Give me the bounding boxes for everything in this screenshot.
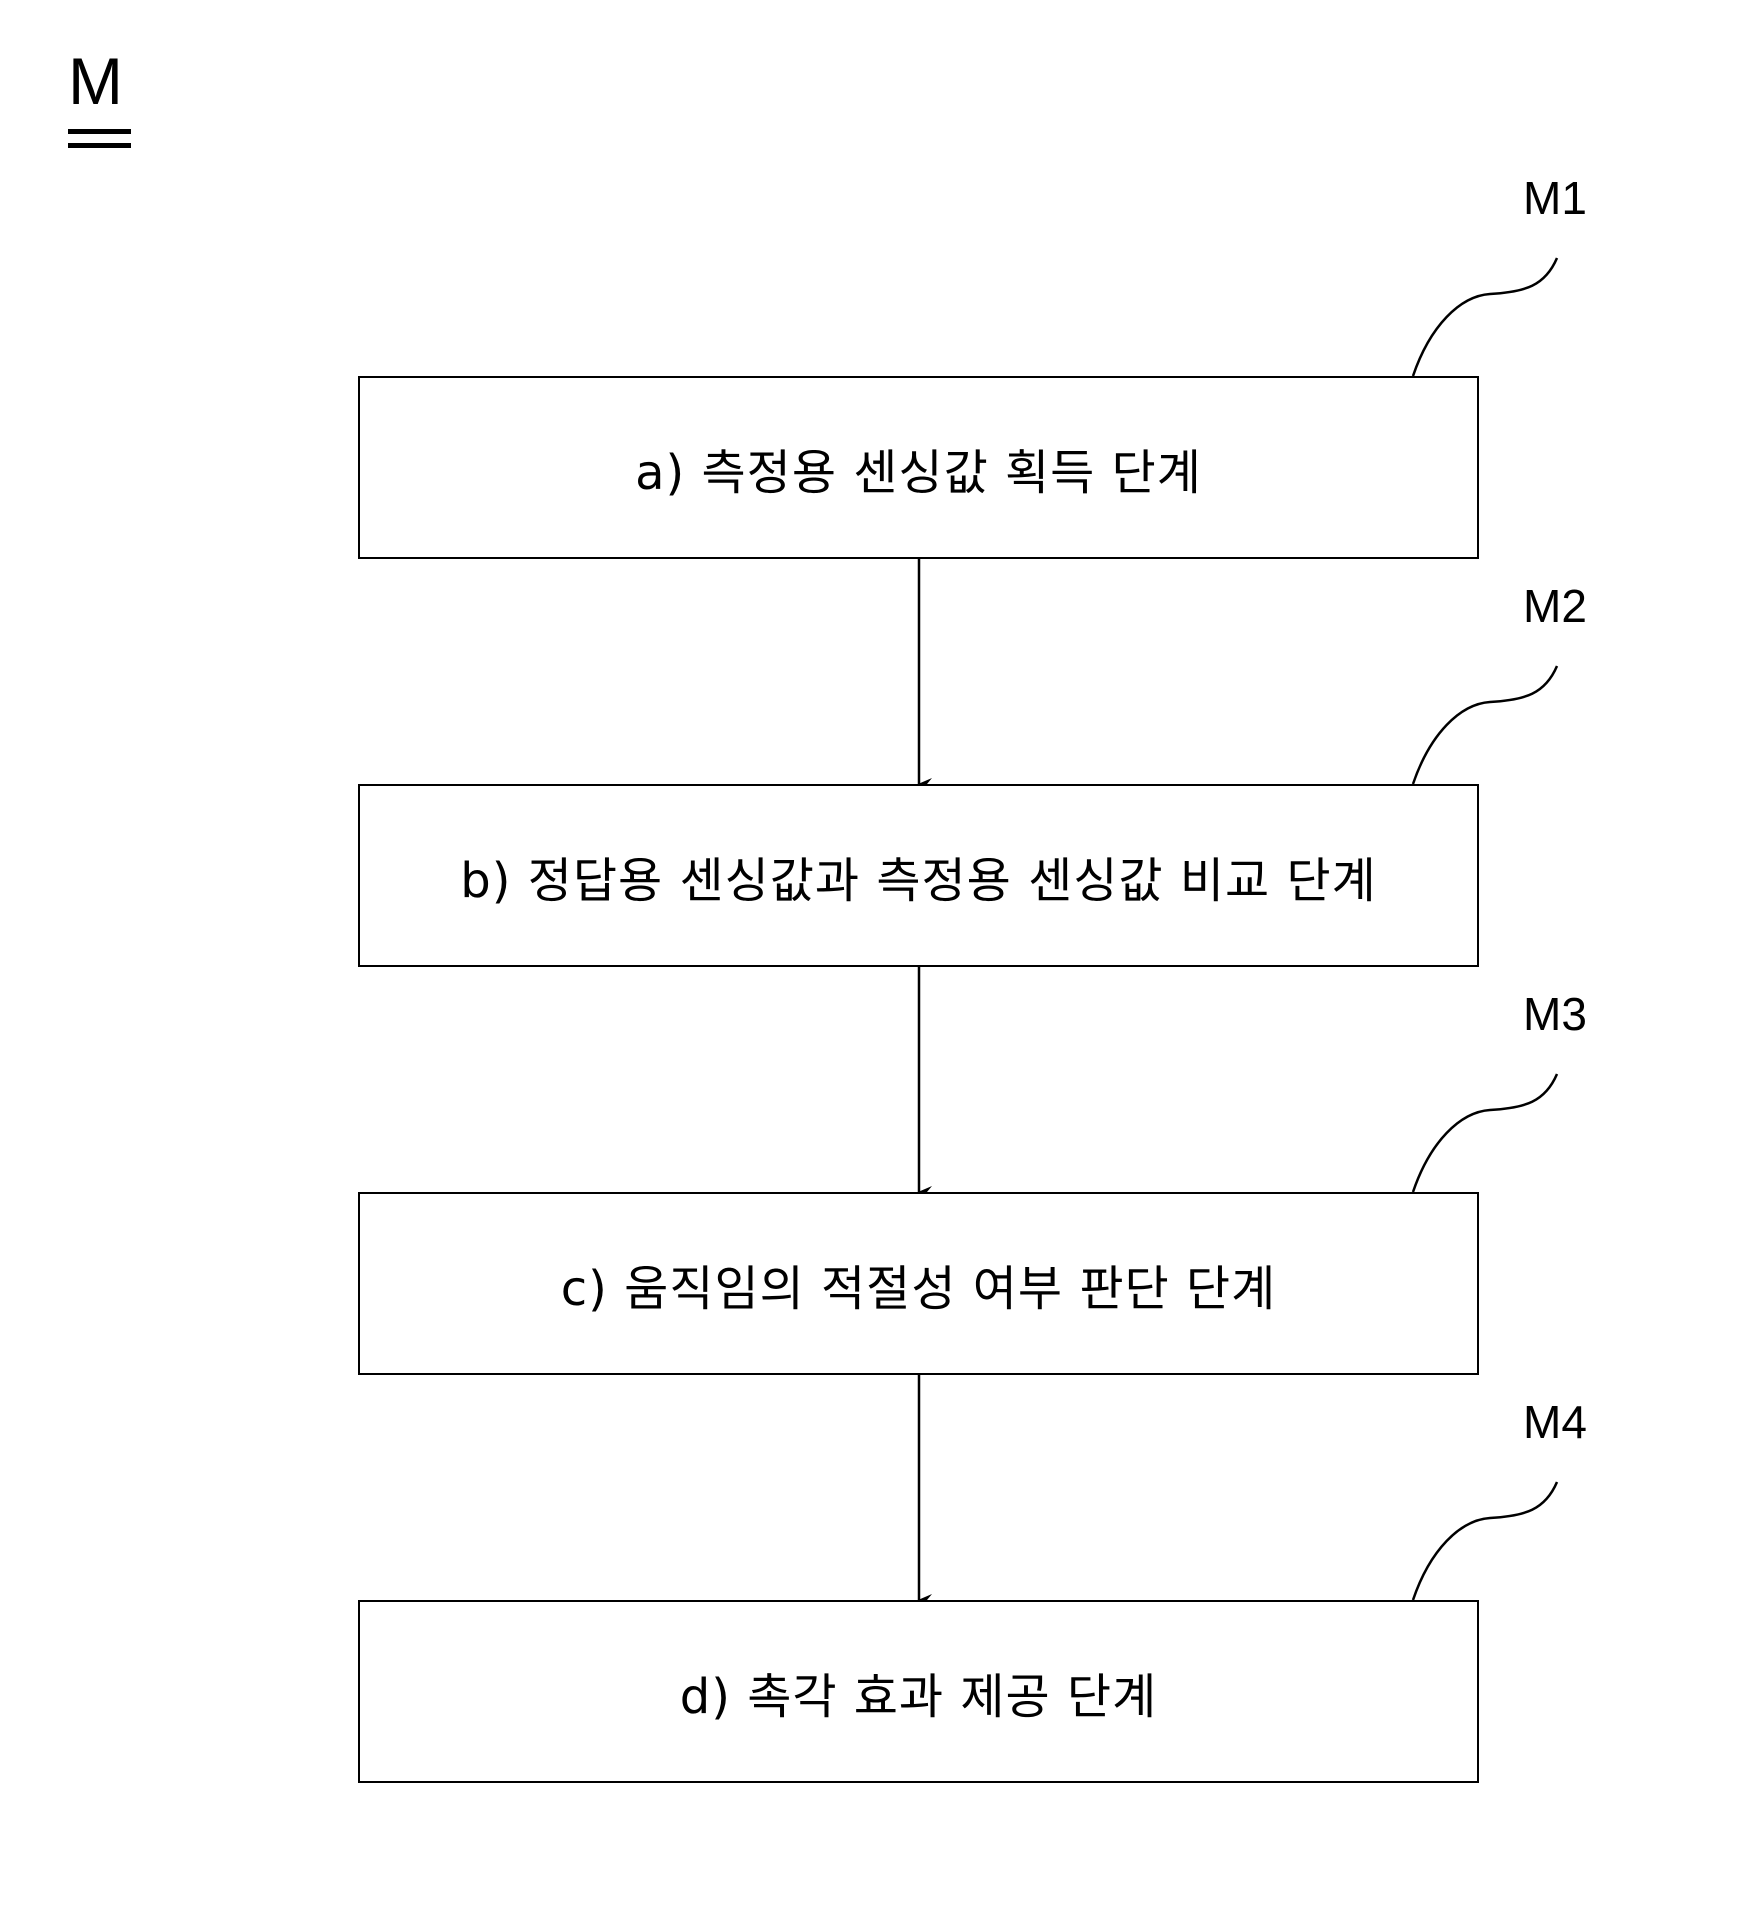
step-box-m2: b) 정답용 센싱값과 측정용 센싱값 비교 단계 xyxy=(358,784,1479,967)
step-text-m4: d) 촉각 효과 제공 단계 xyxy=(679,1668,1158,1725)
ref-label-m4: M4 xyxy=(1523,1396,1587,1448)
figure-label-underline-2 xyxy=(68,143,131,148)
leader-line-m2 xyxy=(1411,665,1559,785)
step-text-m2: b) 정답용 센싱값과 측정용 센싱값 비교 단계 xyxy=(460,852,1377,909)
step-text-m3: c) 움직임의 적절성 여부 판단 단계 xyxy=(560,1260,1277,1317)
figure-label: M xyxy=(68,44,123,118)
step-text-m1: a) 측정용 센싱값 획득 단계 xyxy=(635,444,1202,501)
leader-line-m4 xyxy=(1411,1481,1559,1601)
ref-label-m3: M3 xyxy=(1523,988,1587,1040)
figure-label-underline-1 xyxy=(68,129,131,134)
leader-line-m3 xyxy=(1411,1073,1559,1193)
ref-label-m2: M2 xyxy=(1523,580,1587,632)
step-box-m4: d) 촉각 효과 제공 단계 xyxy=(358,1600,1479,1783)
leader-line-m1 xyxy=(1411,257,1559,377)
ref-label-m1: M1 xyxy=(1523,172,1587,224)
step-box-m1: a) 측정용 센싱값 획득 단계 xyxy=(358,376,1479,559)
step-box-m3: c) 움직임의 적절성 여부 판단 단계 xyxy=(358,1192,1479,1375)
